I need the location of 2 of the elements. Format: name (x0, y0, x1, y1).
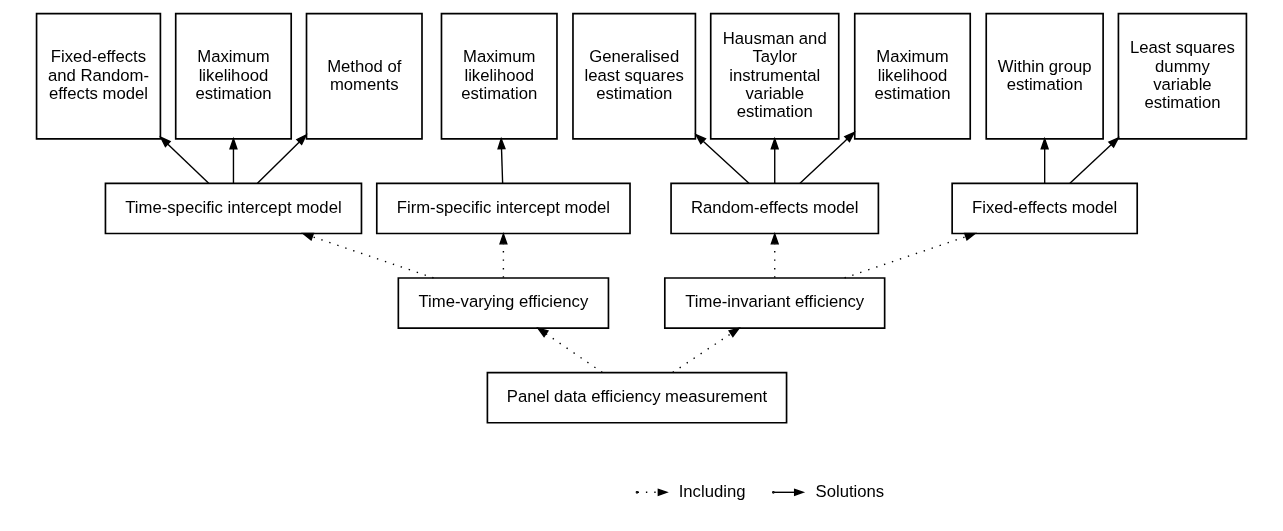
legend-label: Including (678, 481, 746, 501)
legend-label: Solutions (815, 481, 885, 501)
